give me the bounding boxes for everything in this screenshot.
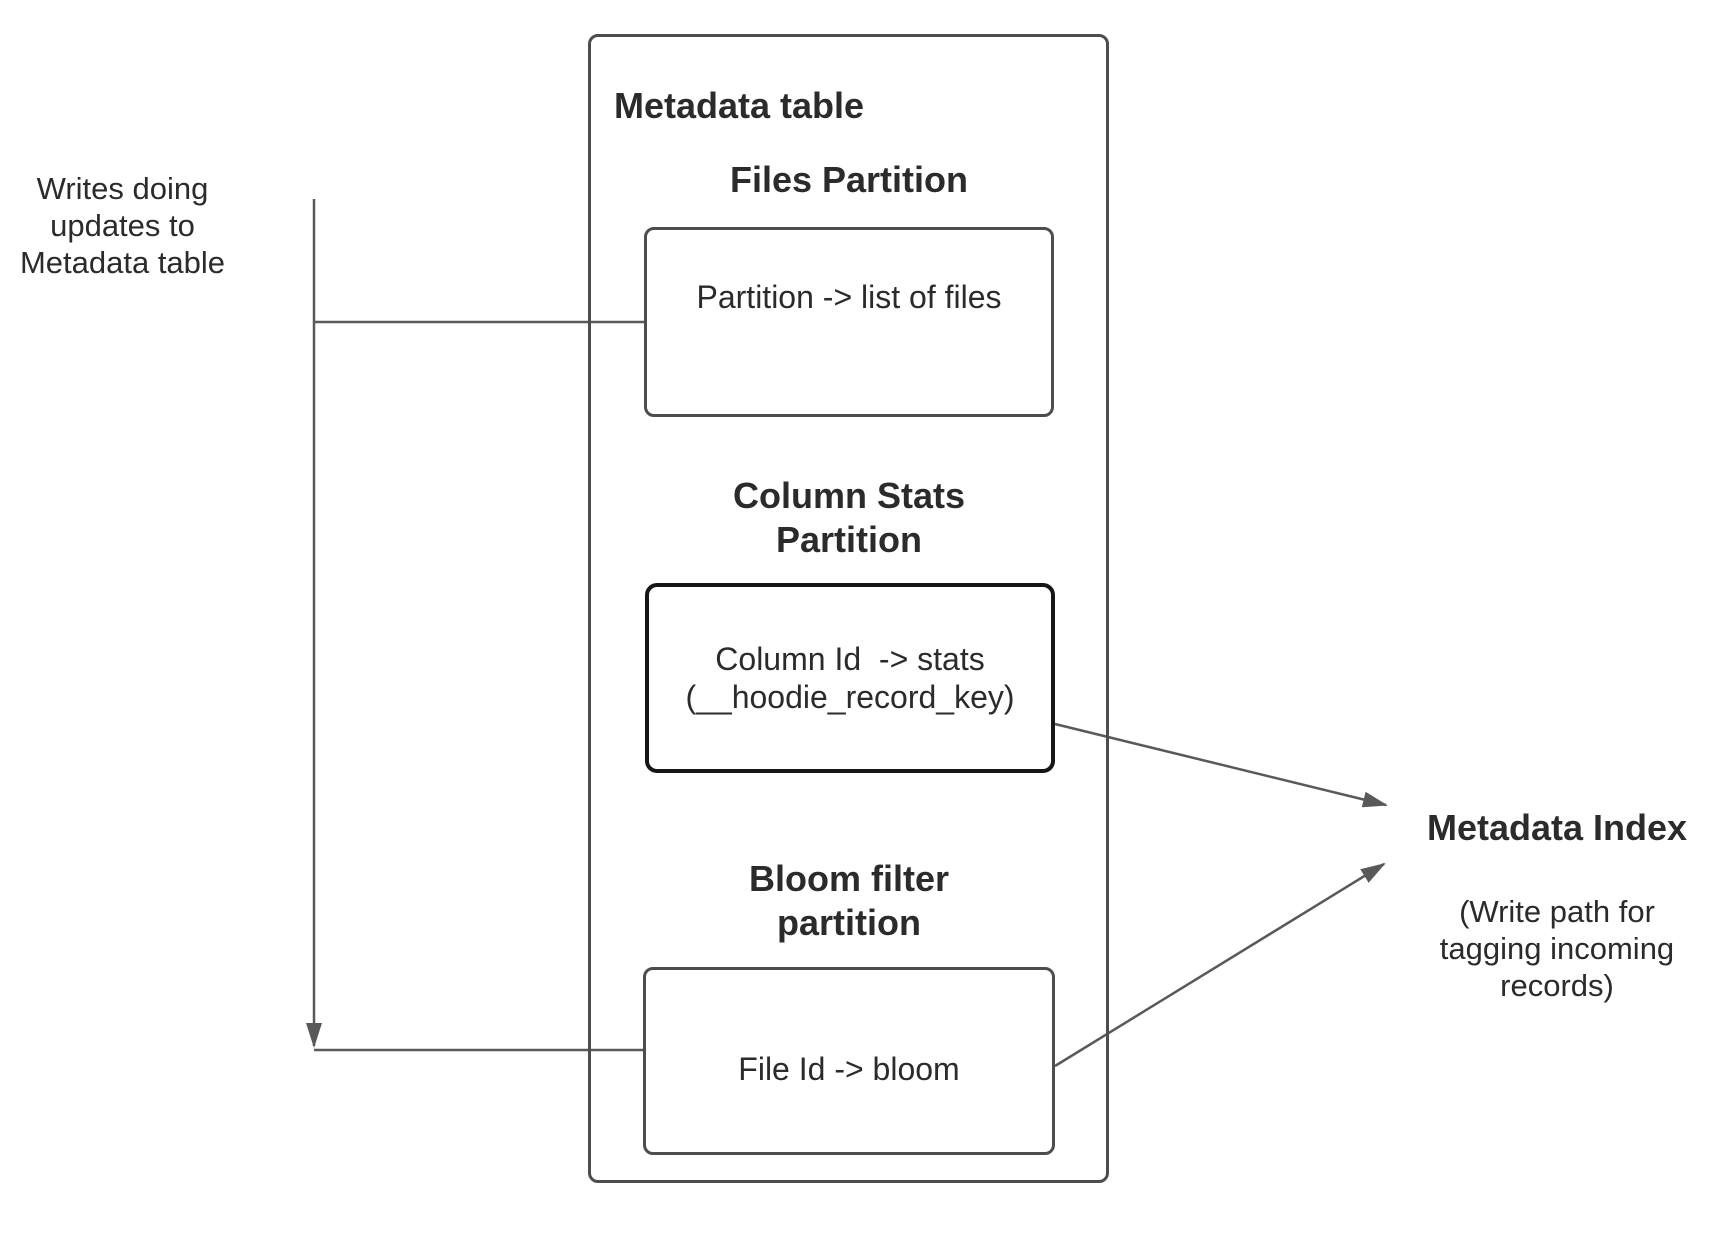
metadata-table-box [588,34,1109,1183]
column-stats-to-index-arrow [1054,722,1388,808]
bloom-filter-partition-box: File Id -> bloom [643,967,1055,1155]
column-stats-partition-box: Column Id -> stats (__hoodie_record_key) [645,583,1055,773]
writes-note: Writes doing updates to Metadata table [19,171,226,280]
bloom-filter-partition-heading: Bloom filter partition [748,858,949,943]
column-stats-mapping: Column Id -> stats (__hoodie_record_key) [685,641,1015,715]
bloom-filter-mapping: File Id -> bloom [738,1051,960,1087]
files-partition-heading: Files Partition [729,159,969,200]
metadata-table-title: Metadata table [614,85,865,126]
column-stats-partition-heading: Column Stats Partition [732,475,965,560]
metadata-index-subtitle: (Write path for tagging incoming records… [1439,894,1675,1003]
files-partition-box: Partition -> list of files [644,227,1054,417]
files-partition-mapping: Partition -> list of files [696,279,1002,315]
bloom-to-index-arrow [1054,862,1386,1068]
metadata-index-title: Metadata Index [1426,807,1688,848]
